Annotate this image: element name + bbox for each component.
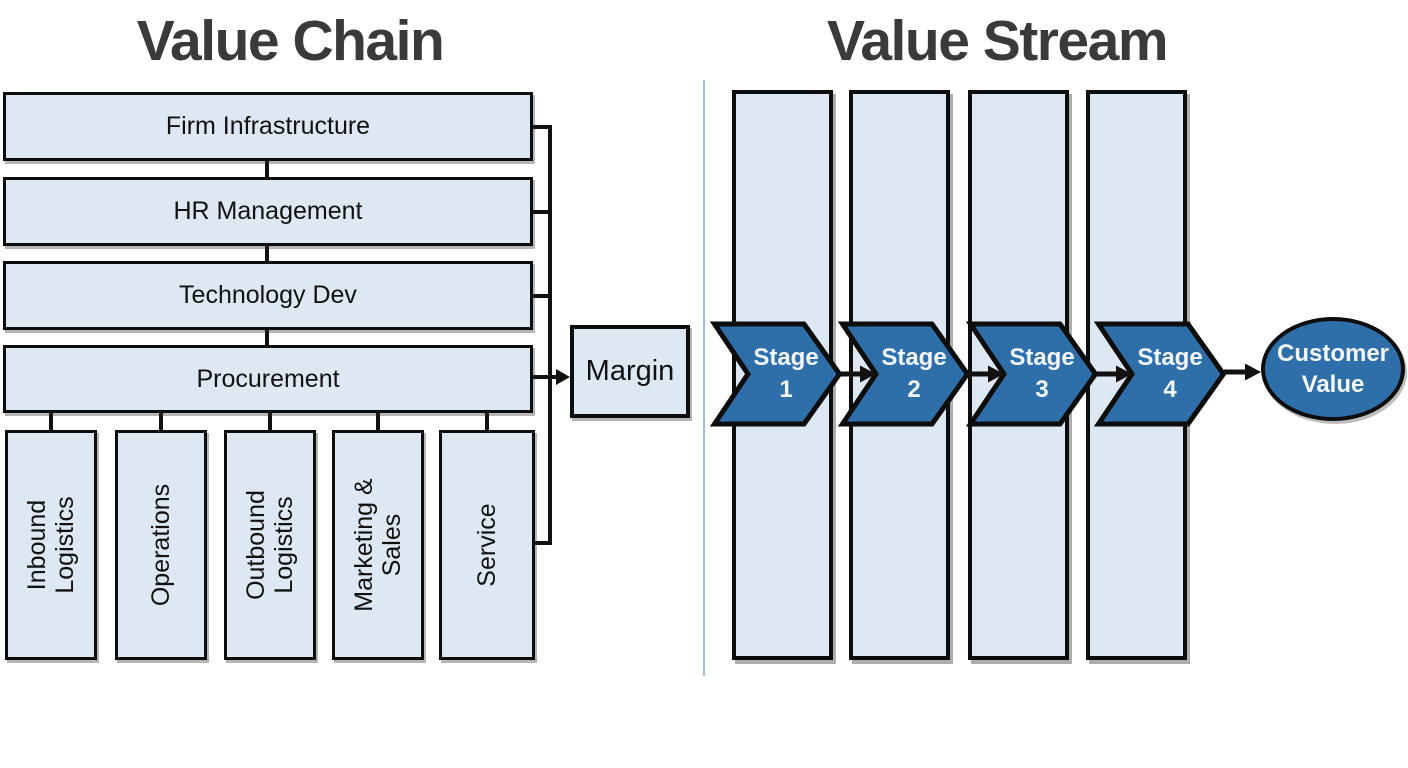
stage-label: Stage 3 <box>1009 343 1075 403</box>
stage-2-chevron: Stage 2 <box>837 321 971 427</box>
customer-arrowhead-icon <box>1245 363 1261 381</box>
support-activity-label: HR Management <box>173 197 363 225</box>
support-activity-procurement: Procurement <box>3 345 533 413</box>
primary-activity-label: Outbound Logistics <box>242 490 298 600</box>
stage-label: Stage 2 <box>881 343 947 403</box>
primary-activity-label: Operations <box>147 483 175 607</box>
margin-arrowhead-icon <box>556 369 570 385</box>
support-activity-hr-management: HR Management <box>3 177 533 246</box>
primary-activity-outbound-logistics: Outbound Logistics <box>224 430 316 660</box>
stage-label: Stage 4 <box>1137 343 1203 403</box>
primary-activity-inbound-logistics: Inbound Logistics <box>5 430 97 660</box>
chevron-shape-icon <box>837 321 971 427</box>
support-activity-label: Technology Dev <box>179 281 357 309</box>
support-activity-label: Firm Infrastructure <box>165 112 371 140</box>
primary-activity-label: Marketing & Sales <box>350 478 406 612</box>
support-activity-technology-dev: Technology Dev <box>3 261 533 330</box>
margin-label: Margin <box>585 355 675 387</box>
panel-divider <box>703 80 705 676</box>
support-activity-firm-infrastructure: Firm Infrastructure <box>3 92 533 161</box>
stage-3-chevron: Stage 3 <box>965 321 1099 427</box>
value-stream-title: Value Stream <box>826 9 1169 73</box>
value-chain-title: Value Chain <box>136 9 445 73</box>
customer-value-ellipse: Customer Value <box>1261 317 1405 421</box>
primary-activity-operations: Operations <box>115 430 207 660</box>
chevron-shape-icon <box>709 321 843 427</box>
stage-1-chevron: Stage 1 <box>709 321 843 427</box>
customer-value-label: Customer Value <box>1276 339 1390 398</box>
stage-label: Stage 1 <box>753 343 819 403</box>
stage-4-chevron: Stage 4 <box>1093 321 1227 427</box>
margin-box: Margin <box>570 325 690 418</box>
primary-activity-label: Service <box>473 503 501 587</box>
chevron-shape-icon <box>965 321 1099 427</box>
chevron-shape-icon <box>1093 321 1227 427</box>
primary-activity-label: Inbound Logistics <box>23 496 79 594</box>
support-activity-label: Procurement <box>196 364 340 393</box>
primary-activity-marketing-sales: Marketing & Sales <box>332 430 424 660</box>
primary-activity-service: Service <box>439 430 535 660</box>
